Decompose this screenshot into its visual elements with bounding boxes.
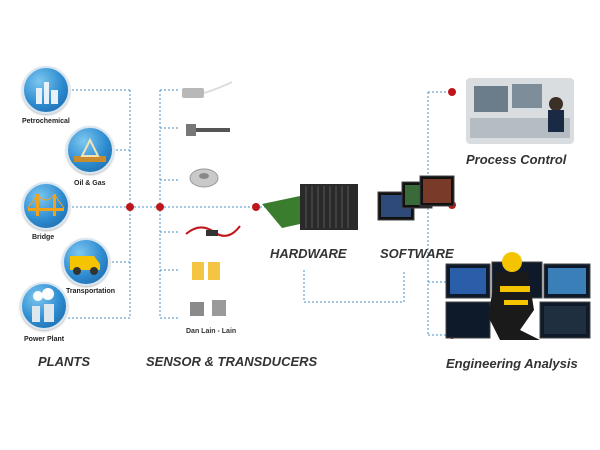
plant-label-petrochemical: Petrochemical xyxy=(22,118,70,125)
truck-icon xyxy=(62,238,110,286)
load-cell-icon xyxy=(189,168,219,188)
oil-gas-icon xyxy=(66,126,114,174)
plant-label-bridge: Bridge xyxy=(32,234,55,241)
probe-sensor-icon xyxy=(182,81,233,98)
impact-hammer-icon xyxy=(186,124,230,136)
plant-label-oil-gas: Oil & Gas xyxy=(74,180,106,187)
process-control-label: Process Control xyxy=(466,152,567,167)
software-label: SOFTWARE xyxy=(380,246,454,261)
strain-gauge-icon xyxy=(192,262,220,280)
sensor-caption: Dan Lain - Lain xyxy=(186,328,237,335)
power-plant-icon xyxy=(20,282,68,330)
hardware-label: HARDWARE xyxy=(270,246,347,261)
cable-sensor-icon xyxy=(185,225,241,237)
plant-label-transportation: Transportation xyxy=(66,288,116,295)
accelerometer-icon xyxy=(190,300,226,316)
engineering-analysis-label: Engineering Analysis xyxy=(446,356,578,371)
plants-heading: PLANTS xyxy=(38,354,90,369)
plant-label-power-plant: Power Plant xyxy=(24,336,65,343)
bridge-icon xyxy=(22,182,70,230)
sensors-heading: SENSOR & TRANSDUCERS xyxy=(146,354,318,369)
petrochemical-icon xyxy=(22,66,70,114)
